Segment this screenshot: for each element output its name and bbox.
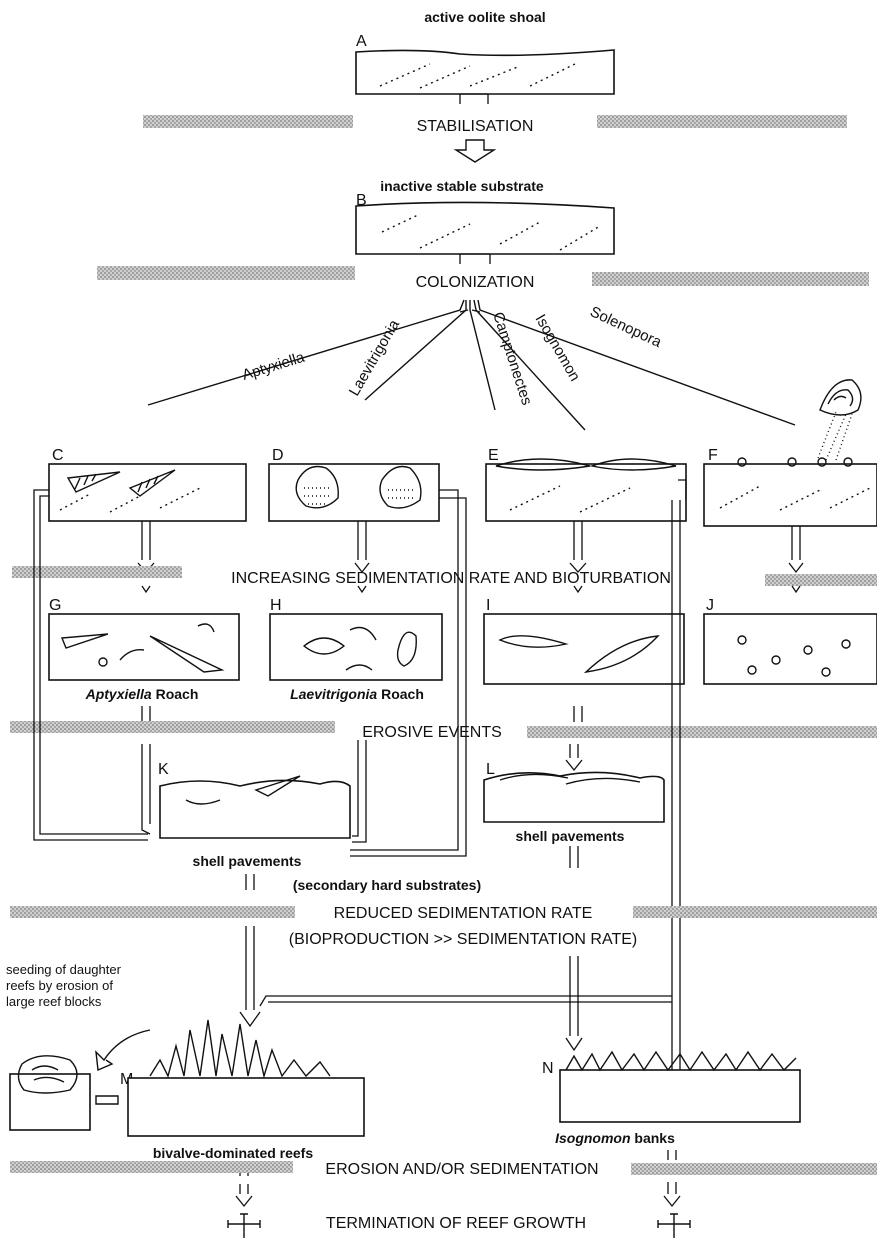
band-reduced-left — [10, 906, 295, 918]
band-reduced-right — [633, 906, 877, 918]
down-connectors-row2 — [141, 706, 583, 722]
seeding-note-line1: seeding of daughter — [6, 962, 122, 977]
stage-k-caption: shell pavements — [193, 853, 302, 869]
stage-j-box — [703, 613, 877, 685]
daughter-reef-block — [9, 1055, 119, 1131]
stage-k-letter: K — [158, 761, 169, 778]
down-connectors-row4b — [235, 1182, 681, 1208]
band-erosive-left — [10, 721, 335, 733]
stage-a-caption: active oolite shoal — [424, 9, 545, 25]
stage-a-letter: A — [356, 33, 367, 50]
down-connectors-row1 — [137, 521, 804, 574]
band-stabilisation-right — [597, 115, 847, 128]
seeding-note-line3: large reef blocks — [6, 994, 102, 1009]
stage-m-caption: bivalve-dominated reefs — [153, 1145, 313, 1161]
down-connectors-row3 — [245, 846, 579, 890]
stage-l-box — [483, 771, 665, 823]
stage-b-letter: B — [356, 192, 367, 209]
stage-g-letter: G — [49, 597, 61, 614]
band-increasing-left — [12, 566, 182, 578]
colonizer-solenopora: Solenopora — [587, 303, 664, 351]
stage-c-letter: C — [52, 447, 64, 464]
stage-m-box — [127, 1019, 365, 1137]
colonizer-aptyxiella: Aptyxiella — [240, 349, 307, 384]
stage-n-box — [559, 1050, 801, 1123]
stage-b-box — [355, 201, 615, 255]
down-connectors-row1b — [141, 585, 801, 594]
colonizer-isognomon: Isognomon — [532, 312, 584, 385]
stage-b-caption: inactive stable substrate — [380, 178, 544, 194]
band-colonization-right — [592, 272, 869, 286]
process-termination: TERMINATION OF REEF GROWTH — [326, 1215, 586, 1232]
connector-a-stab — [459, 93, 489, 104]
process-erosion-sedimentation: EROSION AND/OR SEDIMENTATION — [325, 1161, 598, 1178]
process-reduced: REDUCED SEDIMENTATION RATE — [334, 905, 593, 922]
termination-cross-left — [227, 1213, 261, 1238]
process-stabilisation: STABILISATION — [417, 118, 534, 135]
band-erosion-sed-right — [631, 1163, 877, 1175]
stage-f-box — [703, 379, 877, 527]
band-colonization-left — [97, 266, 355, 280]
band-stabilisation-left — [143, 115, 353, 128]
stage-j-letter: J — [706, 597, 714, 614]
stage-k-box — [159, 775, 351, 839]
stage-n-caption: Isognomon banks — [555, 1130, 675, 1146]
down-connectors-row3b — [239, 926, 672, 1052]
stage-e-letter: E — [488, 447, 499, 464]
stage-g-box — [48, 613, 240, 681]
band-erosion-sed-left — [10, 1161, 293, 1173]
colonizer-camptonectes: Camptonectes — [489, 310, 535, 407]
seeding-note-line2: reefs by erosion of — [6, 978, 113, 993]
stage-i-letter: I — [486, 597, 490, 614]
stage-h-caption: Laevitrigonia Roach — [290, 686, 424, 702]
arrow-stabilisation — [453, 139, 497, 163]
process-erosive: EROSIVE EVENTS — [362, 724, 502, 741]
stage-h-box — [269, 613, 443, 681]
colonization-fan — [147, 299, 796, 431]
band-increasing-right — [765, 574, 877, 586]
stage-f-letter: F — [708, 447, 718, 464]
termination-cross-right — [657, 1213, 691, 1238]
process-colonization: COLONIZATION — [416, 274, 535, 291]
stage-d-letter: D — [272, 447, 284, 464]
band-erosive-right — [527, 726, 877, 738]
stage-h-letter: H — [270, 597, 282, 614]
stage-e-box — [485, 458, 687, 522]
stage-c-box — [48, 463, 247, 522]
colonizer-laevitrigonia: Laevitrigonia — [346, 316, 404, 399]
seeding-curved-arrow — [95, 1029, 151, 1072]
stage-l-caption: shell pavements — [516, 828, 625, 844]
connector-b-col — [459, 253, 491, 264]
process-increasing: INCREASING SEDIMENTATION RATE AND BIOTUR… — [231, 570, 671, 587]
stage-a-box — [355, 49, 615, 95]
process-bioproduction: (BIOPRODUCTION >> SEDIMENTATION RATE) — [289, 931, 637, 948]
stage-l-letter: L — [486, 761, 495, 778]
stage-i-box — [483, 613, 685, 685]
stage-d-box — [268, 463, 440, 522]
down-connectors-row2b — [141, 744, 583, 772]
stage-g-caption: Aptyxiella Roach — [85, 686, 199, 702]
stage-n-letter: N — [542, 1060, 554, 1077]
secondary-substrates: (secondary hard substrates) — [293, 877, 481, 893]
